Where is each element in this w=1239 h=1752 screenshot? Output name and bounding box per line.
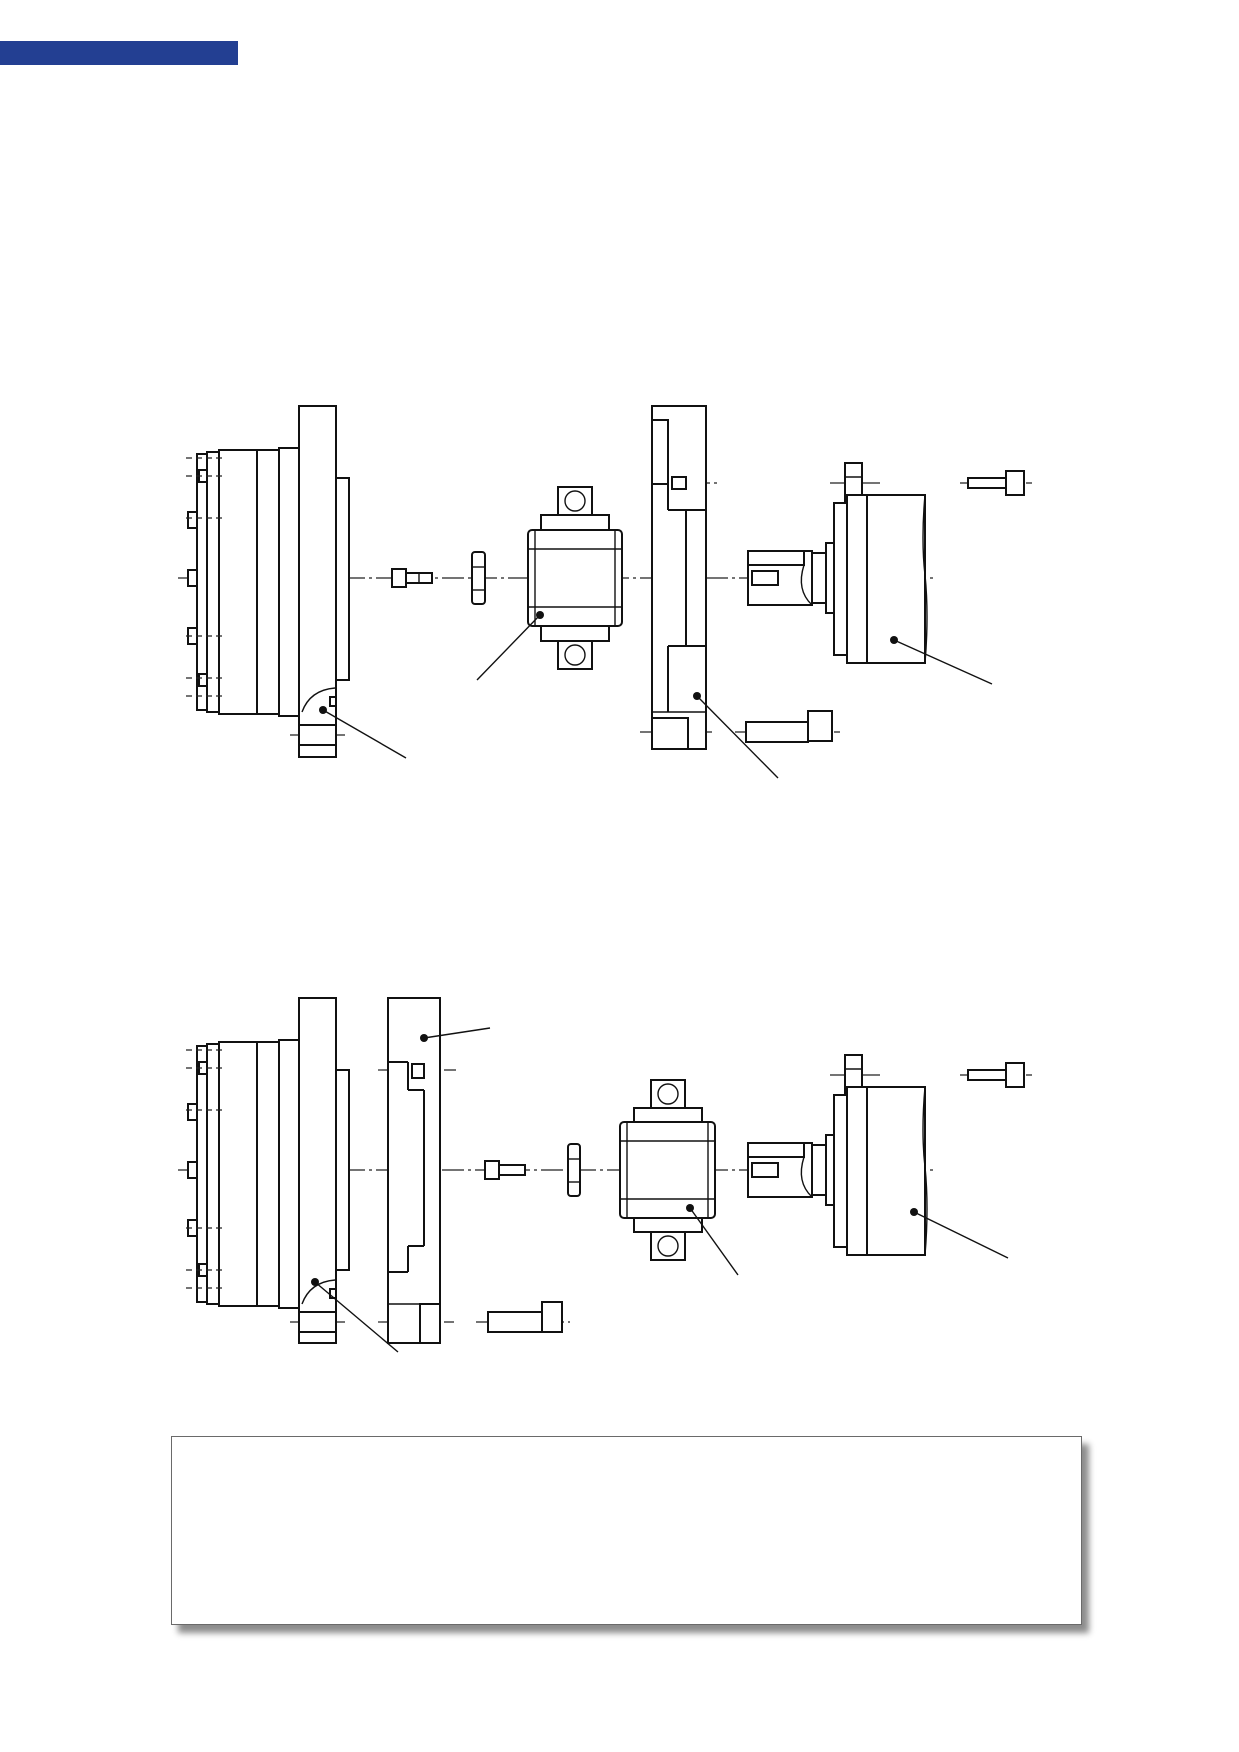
screw-bottom bbox=[745, 710, 833, 743]
assembly-drawing-variant-2 bbox=[178, 997, 1032, 1353]
motor bbox=[747, 1054, 928, 1256]
motor bbox=[747, 462, 928, 664]
screw-top-right bbox=[967, 1062, 1025, 1088]
screw-small bbox=[391, 568, 433, 588]
gearbox-body bbox=[186, 405, 350, 758]
callout-leaders bbox=[311, 1027, 1009, 1353]
coupling bbox=[527, 486, 623, 670]
header-accent-bar bbox=[0, 41, 238, 65]
key bbox=[567, 1143, 581, 1197]
screw-small bbox=[484, 1160, 526, 1180]
screw-bottom bbox=[487, 1301, 563, 1333]
coupling bbox=[619, 1079, 716, 1261]
screw-top-right bbox=[967, 470, 1025, 496]
adapter-flange bbox=[651, 405, 707, 750]
callout-leaders bbox=[319, 611, 993, 779]
adapter-plate bbox=[387, 997, 441, 1344]
assembly-drawing-variant-1 bbox=[178, 405, 1032, 779]
gearbox-body bbox=[186, 997, 350, 1344]
note-box bbox=[171, 1436, 1082, 1625]
key bbox=[471, 551, 486, 605]
